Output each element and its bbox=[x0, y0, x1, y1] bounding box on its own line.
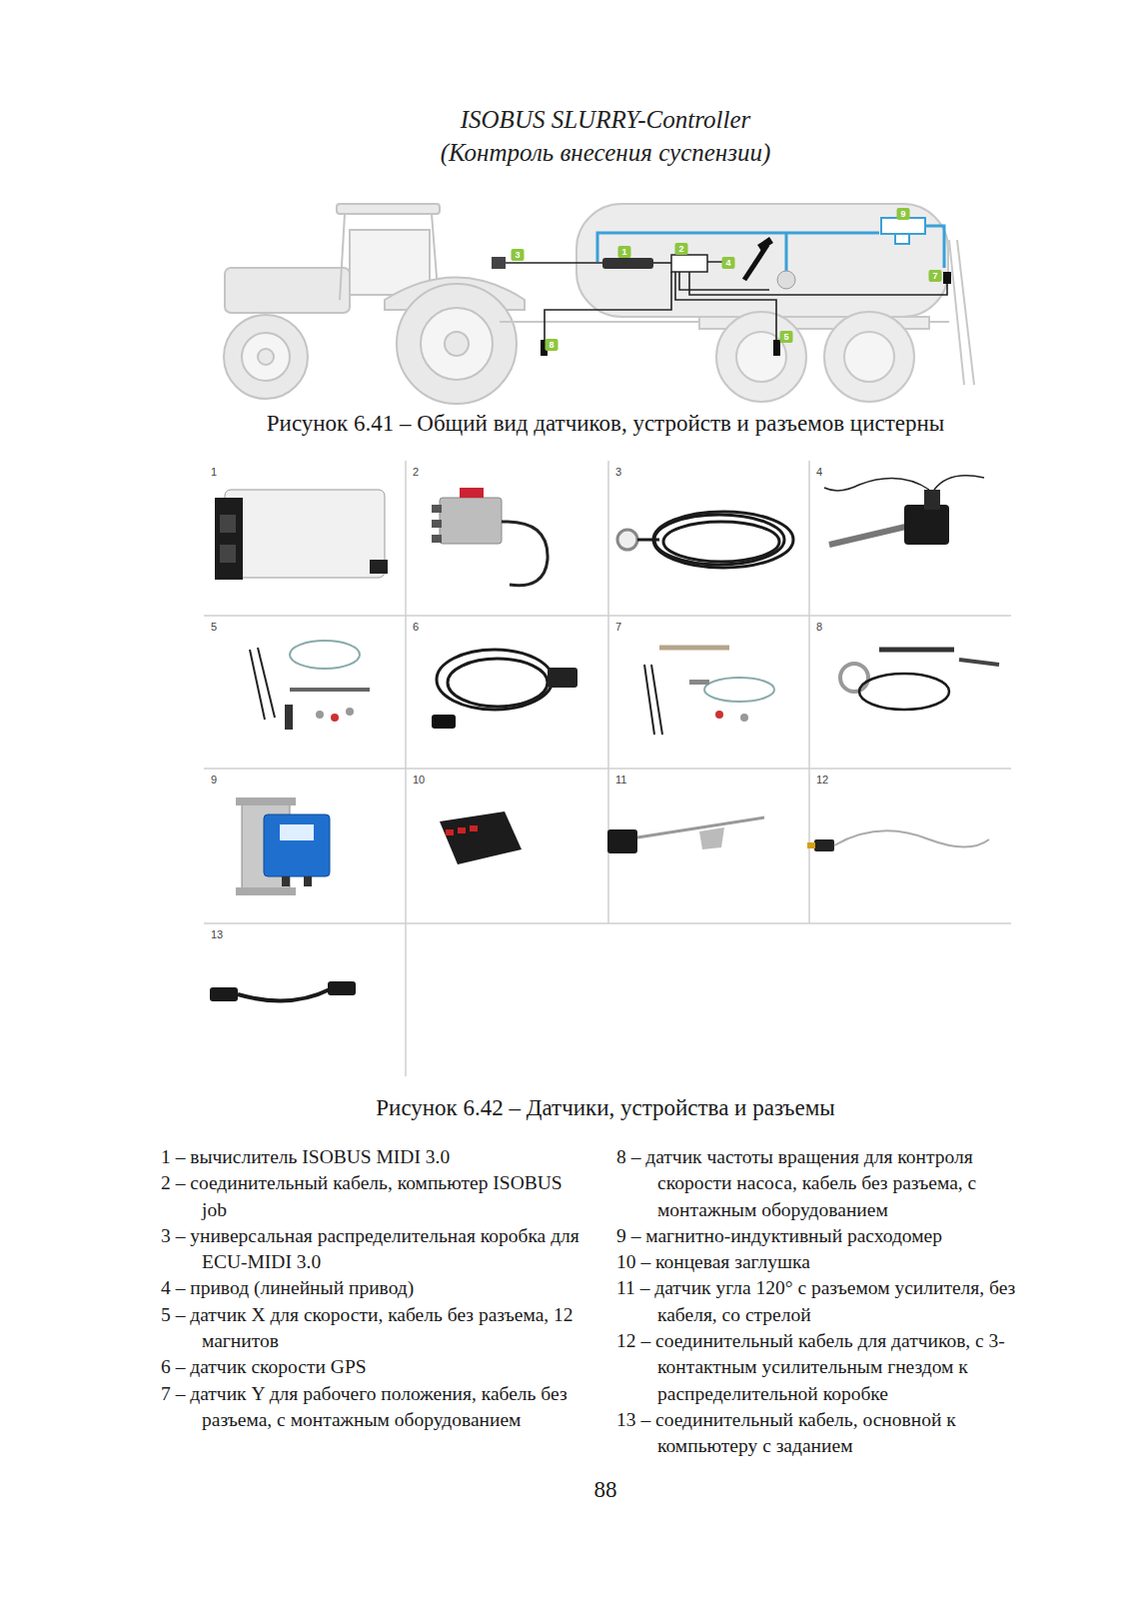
wiring bbox=[504, 261, 948, 348]
main-cable-photo bbox=[209, 981, 356, 1002]
cell-number: 6 bbox=[412, 620, 419, 633]
actuator-photo bbox=[824, 475, 985, 545]
legend-item: 9 – магнитно-индуктивный расходомер bbox=[616, 1222, 1047, 1249]
page-title: ISOBUS SLURRY-Controller bbox=[460, 105, 752, 134]
legend-item: 7 – датчик Y для рабочего положения, каб… bbox=[160, 1380, 591, 1434]
callout-number: 8 bbox=[544, 338, 558, 351]
tractor bbox=[223, 203, 525, 404]
flowmeter-photo bbox=[235, 797, 330, 896]
callout-number: 9 bbox=[896, 207, 910, 220]
figure-caption: Рисунок 6.41 – Общий вид датчиков, устро… bbox=[266, 410, 945, 437]
sensor-cable-photo bbox=[807, 830, 990, 852]
cell-number: 10 bbox=[412, 773, 425, 786]
grid-lines bbox=[203, 460, 1012, 1077]
callout-number: 7 bbox=[928, 269, 942, 282]
cell-number: 7 bbox=[615, 620, 622, 633]
legend-item: 13 – соединительный кабель, основной к к… bbox=[616, 1406, 1047, 1460]
cell-number: 3 bbox=[615, 465, 622, 478]
legend-item: 8 – датчик частоты вращения для контроля… bbox=[616, 1143, 1047, 1223]
tank bbox=[499, 203, 975, 402]
end-plug-photo bbox=[439, 811, 522, 865]
cable-box-photo bbox=[431, 487, 548, 586]
legend-item: 12 – соединительный кабель для датчиков,… bbox=[616, 1327, 1047, 1407]
legend-column: 8 – датчик частоты вращения для контроля… bbox=[616, 1143, 1047, 1460]
cell-number: 8 bbox=[816, 620, 823, 633]
legend-item: 1 – вычислитель ISOBUS MIDI 3.0 bbox=[160, 1143, 591, 1170]
cell-number: 2 bbox=[412, 465, 419, 478]
legend-item: 10 – концевая заглушка bbox=[616, 1248, 1047, 1275]
legend-item: 11 – датчик угла 120° с разъемом усилите… bbox=[616, 1274, 1047, 1328]
angle-sensor-photo bbox=[607, 817, 765, 854]
ecu-photo bbox=[214, 489, 388, 580]
callout-number: 2 bbox=[674, 242, 688, 255]
cell-number: 9 bbox=[210, 773, 217, 786]
page-number: 88 bbox=[594, 1476, 618, 1503]
position-sensor-kit-photo bbox=[644, 647, 775, 735]
legend-item: 6 – датчик скорости GPS bbox=[160, 1353, 591, 1380]
cell-number: 12 bbox=[816, 773, 829, 786]
cell-number: 4 bbox=[816, 465, 823, 478]
callout-number: 5 bbox=[779, 330, 793, 343]
legend-column: 1 – вычислитель ISOBUS MIDI 3.02 – соеди… bbox=[160, 1143, 591, 1433]
cell-number: 13 bbox=[210, 928, 223, 941]
gps-sensor-photo bbox=[431, 649, 578, 729]
tank-parts bbox=[491, 217, 952, 356]
figure-caption: Рисунок 6.42 – Датчики, устройства и раз… bbox=[375, 1095, 835, 1122]
callout-number: 3 bbox=[510, 248, 524, 261]
cell-number: 11 bbox=[615, 773, 627, 786]
speed-sensor-kit-photo bbox=[249, 640, 370, 730]
legend-item: 2 – соединительный кабель, компьютер ISO… bbox=[160, 1169, 591, 1223]
legend-item: 4 – привод (линейный привод) bbox=[160, 1274, 591, 1301]
cable-coil-photo bbox=[617, 511, 794, 568]
callout-number: 4 bbox=[721, 256, 735, 269]
callout-number: 1 bbox=[617, 245, 631, 258]
cell-number: 1 bbox=[210, 465, 217, 478]
cell-number: 5 bbox=[210, 620, 217, 633]
rpm-sensor-kit-photo bbox=[840, 649, 1000, 710]
legend-item: 5 – датчик X для скорости, кабель без ра… bbox=[160, 1301, 591, 1355]
page-subtitle: (Контроль внесения суспензии) bbox=[440, 138, 772, 167]
legend-item: 3 – универсальная распределительная коро… bbox=[160, 1222, 591, 1276]
